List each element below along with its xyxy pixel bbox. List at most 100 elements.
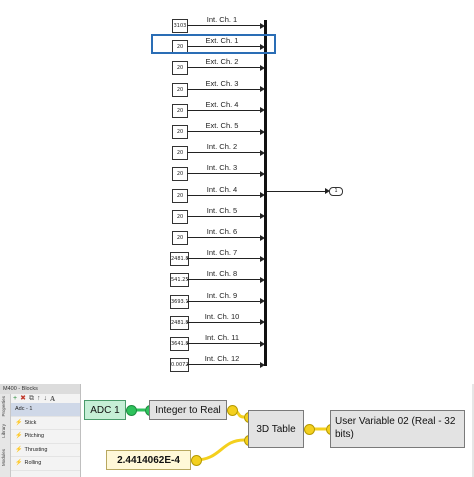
- channel-value-box[interactable]: 3641.8: [170, 337, 189, 351]
- user-variable-block[interactable]: User Variable 02 (Real - 32 bits): [330, 410, 465, 448]
- channel-signal-line: [187, 67, 262, 69]
- tree-item[interactable]: ⚡Thrusting: [11, 444, 80, 457]
- channel-value-box[interactable]: 20: [172, 82, 188, 97]
- tab-properties[interactable]: Properties: [1, 396, 6, 417]
- bolt-icon: ⚡: [15, 460, 23, 466]
- channel-signal-line: [187, 321, 262, 323]
- channel-signal-line: [187, 300, 262, 302]
- channel-value-box[interactable]: 20: [172, 146, 188, 161]
- bolt-icon: ⚡: [15, 433, 23, 439]
- arrow-icon: [260, 234, 265, 241]
- constant-block[interactable]: 2.4414062E-4: [106, 450, 191, 470]
- panel-toolbar: + ✖ ⧉ ↑ ↓ A: [11, 394, 82, 403]
- arrow-icon: [260, 86, 265, 93]
- channel-label: Ext. Ch. 5: [205, 121, 239, 130]
- channel-value-box[interactable]: 3693.18: [170, 294, 189, 309]
- tab-library[interactable]: Library: [1, 424, 6, 438]
- arrow-icon: [260, 170, 265, 177]
- block-tree: Adc - 1⚡Stick⚡Pitching⚡Thrusting⚡Rolling: [11, 403, 80, 471]
- arrow-icon: [260, 319, 265, 326]
- arrow-icon: [260, 128, 265, 135]
- tree-item[interactable]: ⚡Stick: [11, 417, 80, 430]
- output-signal-line: [267, 191, 327, 192]
- channel-signal-line: [187, 237, 262, 238]
- block-canvas[interactable]: ADC 1 Integer to Real 3D Table User Vari…: [81, 384, 474, 477]
- channel-value-box[interactable]: 2481.82: [170, 252, 189, 267]
- channel-signal-line: [187, 88, 262, 90]
- channel-signal-line: [187, 173, 262, 175]
- channel-signal-line: [187, 364, 262, 366]
- block-editor: M400 - Blocks Properties Library Modules…: [0, 384, 474, 477]
- selection-highlight: [151, 34, 276, 54]
- move-down-icon[interactable]: ↓: [43, 394, 47, 402]
- channel-value-box[interactable]: 20: [172, 125, 188, 139]
- arrow-icon: [260, 213, 265, 220]
- channel-label: Int. Ch. 8: [206, 269, 238, 279]
- integer-to-real-block[interactable]: Integer to Real: [149, 400, 227, 420]
- channel-value-box[interactable]: 20: [172, 231, 188, 245]
- arrow-icon: [260, 64, 265, 71]
- arrow-icon: [260, 149, 265, 156]
- bolt-icon: ⚡: [15, 419, 23, 426]
- tree-item[interactable]: ⚡Pitching: [11, 430, 80, 444]
- arrow-icon: [260, 298, 265, 305]
- tree-item[interactable]: Adc - 1: [11, 403, 80, 417]
- channel-label: Ext. Ch. 4: [205, 99, 239, 109]
- add-icon[interactable]: +: [13, 394, 18, 402]
- channel-value-box[interactable]: 20: [172, 103, 188, 118]
- channel-label: Int. Ch. 7: [206, 248, 238, 258]
- channel-signal-line: [187, 215, 262, 217]
- tree-item-label: Adc - 1: [15, 406, 33, 412]
- channel-label: Int. Ch. 3: [206, 163, 238, 173]
- channel-signal-line: [187, 343, 262, 344]
- table-3d-block[interactable]: 3D Table: [248, 410, 304, 448]
- move-up-icon[interactable]: ↑: [36, 394, 41, 402]
- channel-value-box[interactable]: 20: [172, 61, 188, 76]
- adc-block[interactable]: ADC 1: [84, 400, 126, 420]
- arrow-icon: [260, 255, 265, 262]
- channel-signal-line: [187, 25, 262, 26]
- channel-label: Ext. Ch. 3: [205, 78, 239, 88]
- channel-signal-line: [187, 279, 262, 281]
- table-output-port[interactable]: [304, 424, 315, 435]
- delete-icon[interactable]: ✖: [20, 394, 26, 402]
- channel-label: Int. Ch. 10: [204, 311, 240, 321]
- panel-title: M400 - Blocks: [0, 384, 80, 394]
- channel-value-box[interactable]: 541.25: [170, 273, 189, 288]
- channel-label: Int. Ch. 5: [206, 205, 238, 215]
- channel-label: Ext. Ch. 1: [205, 36, 239, 46]
- rename-icon[interactable]: A: [49, 394, 56, 403]
- arrow-icon: [260, 340, 265, 347]
- channel-value-box[interactable]: 20: [172, 209, 188, 224]
- channel-value-box[interactable]: 0.00729: [170, 358, 189, 373]
- arrow-icon: [260, 43, 265, 50]
- channel-value-box[interactable]: 2481.82: [170, 315, 189, 330]
- arrow-icon: [260, 107, 265, 114]
- output-arrow-icon: [325, 188, 330, 194]
- mux-bar[interactable]: [264, 20, 267, 366]
- channel-signal-line: [187, 258, 262, 260]
- channel-value-box[interactable]: 3103: [172, 19, 188, 33]
- int-to-real-output-port[interactable]: [227, 405, 238, 416]
- arrow-icon: [260, 361, 265, 368]
- canvas-scrollbar[interactable]: [472, 384, 474, 477]
- channel-value-box[interactable]: 20: [172, 188, 188, 203]
- channel-label: Int. Ch. 4: [206, 184, 238, 194]
- channel-label: Int. Ch. 1: [206, 15, 238, 24]
- tab-modules[interactable]: Modules: [1, 449, 6, 467]
- bolt-icon: ⚡: [15, 446, 23, 453]
- channel-signal-line: [187, 109, 262, 111]
- channel-value-box[interactable]: 20: [172, 167, 188, 182]
- channel-label: Int. Ch. 6: [206, 227, 238, 236]
- channel-label: Int. Ch. 2: [206, 142, 238, 152]
- channel-signal-line: [187, 152, 262, 154]
- output-port[interactable]: 1: [329, 187, 343, 196]
- adc-output-port[interactable]: [126, 405, 137, 416]
- channel-label: Int. Ch. 11: [204, 333, 240, 342]
- arrow-icon: [260, 192, 265, 199]
- constant-output-port[interactable]: [191, 455, 202, 466]
- tree-item-label: Rolling: [24, 460, 42, 466]
- panel-side-tabs: Properties Library Modules: [0, 394, 11, 477]
- duplicate-icon[interactable]: ⧉: [28, 394, 34, 402]
- tree-item[interactable]: ⚡Rolling: [11, 457, 80, 471]
